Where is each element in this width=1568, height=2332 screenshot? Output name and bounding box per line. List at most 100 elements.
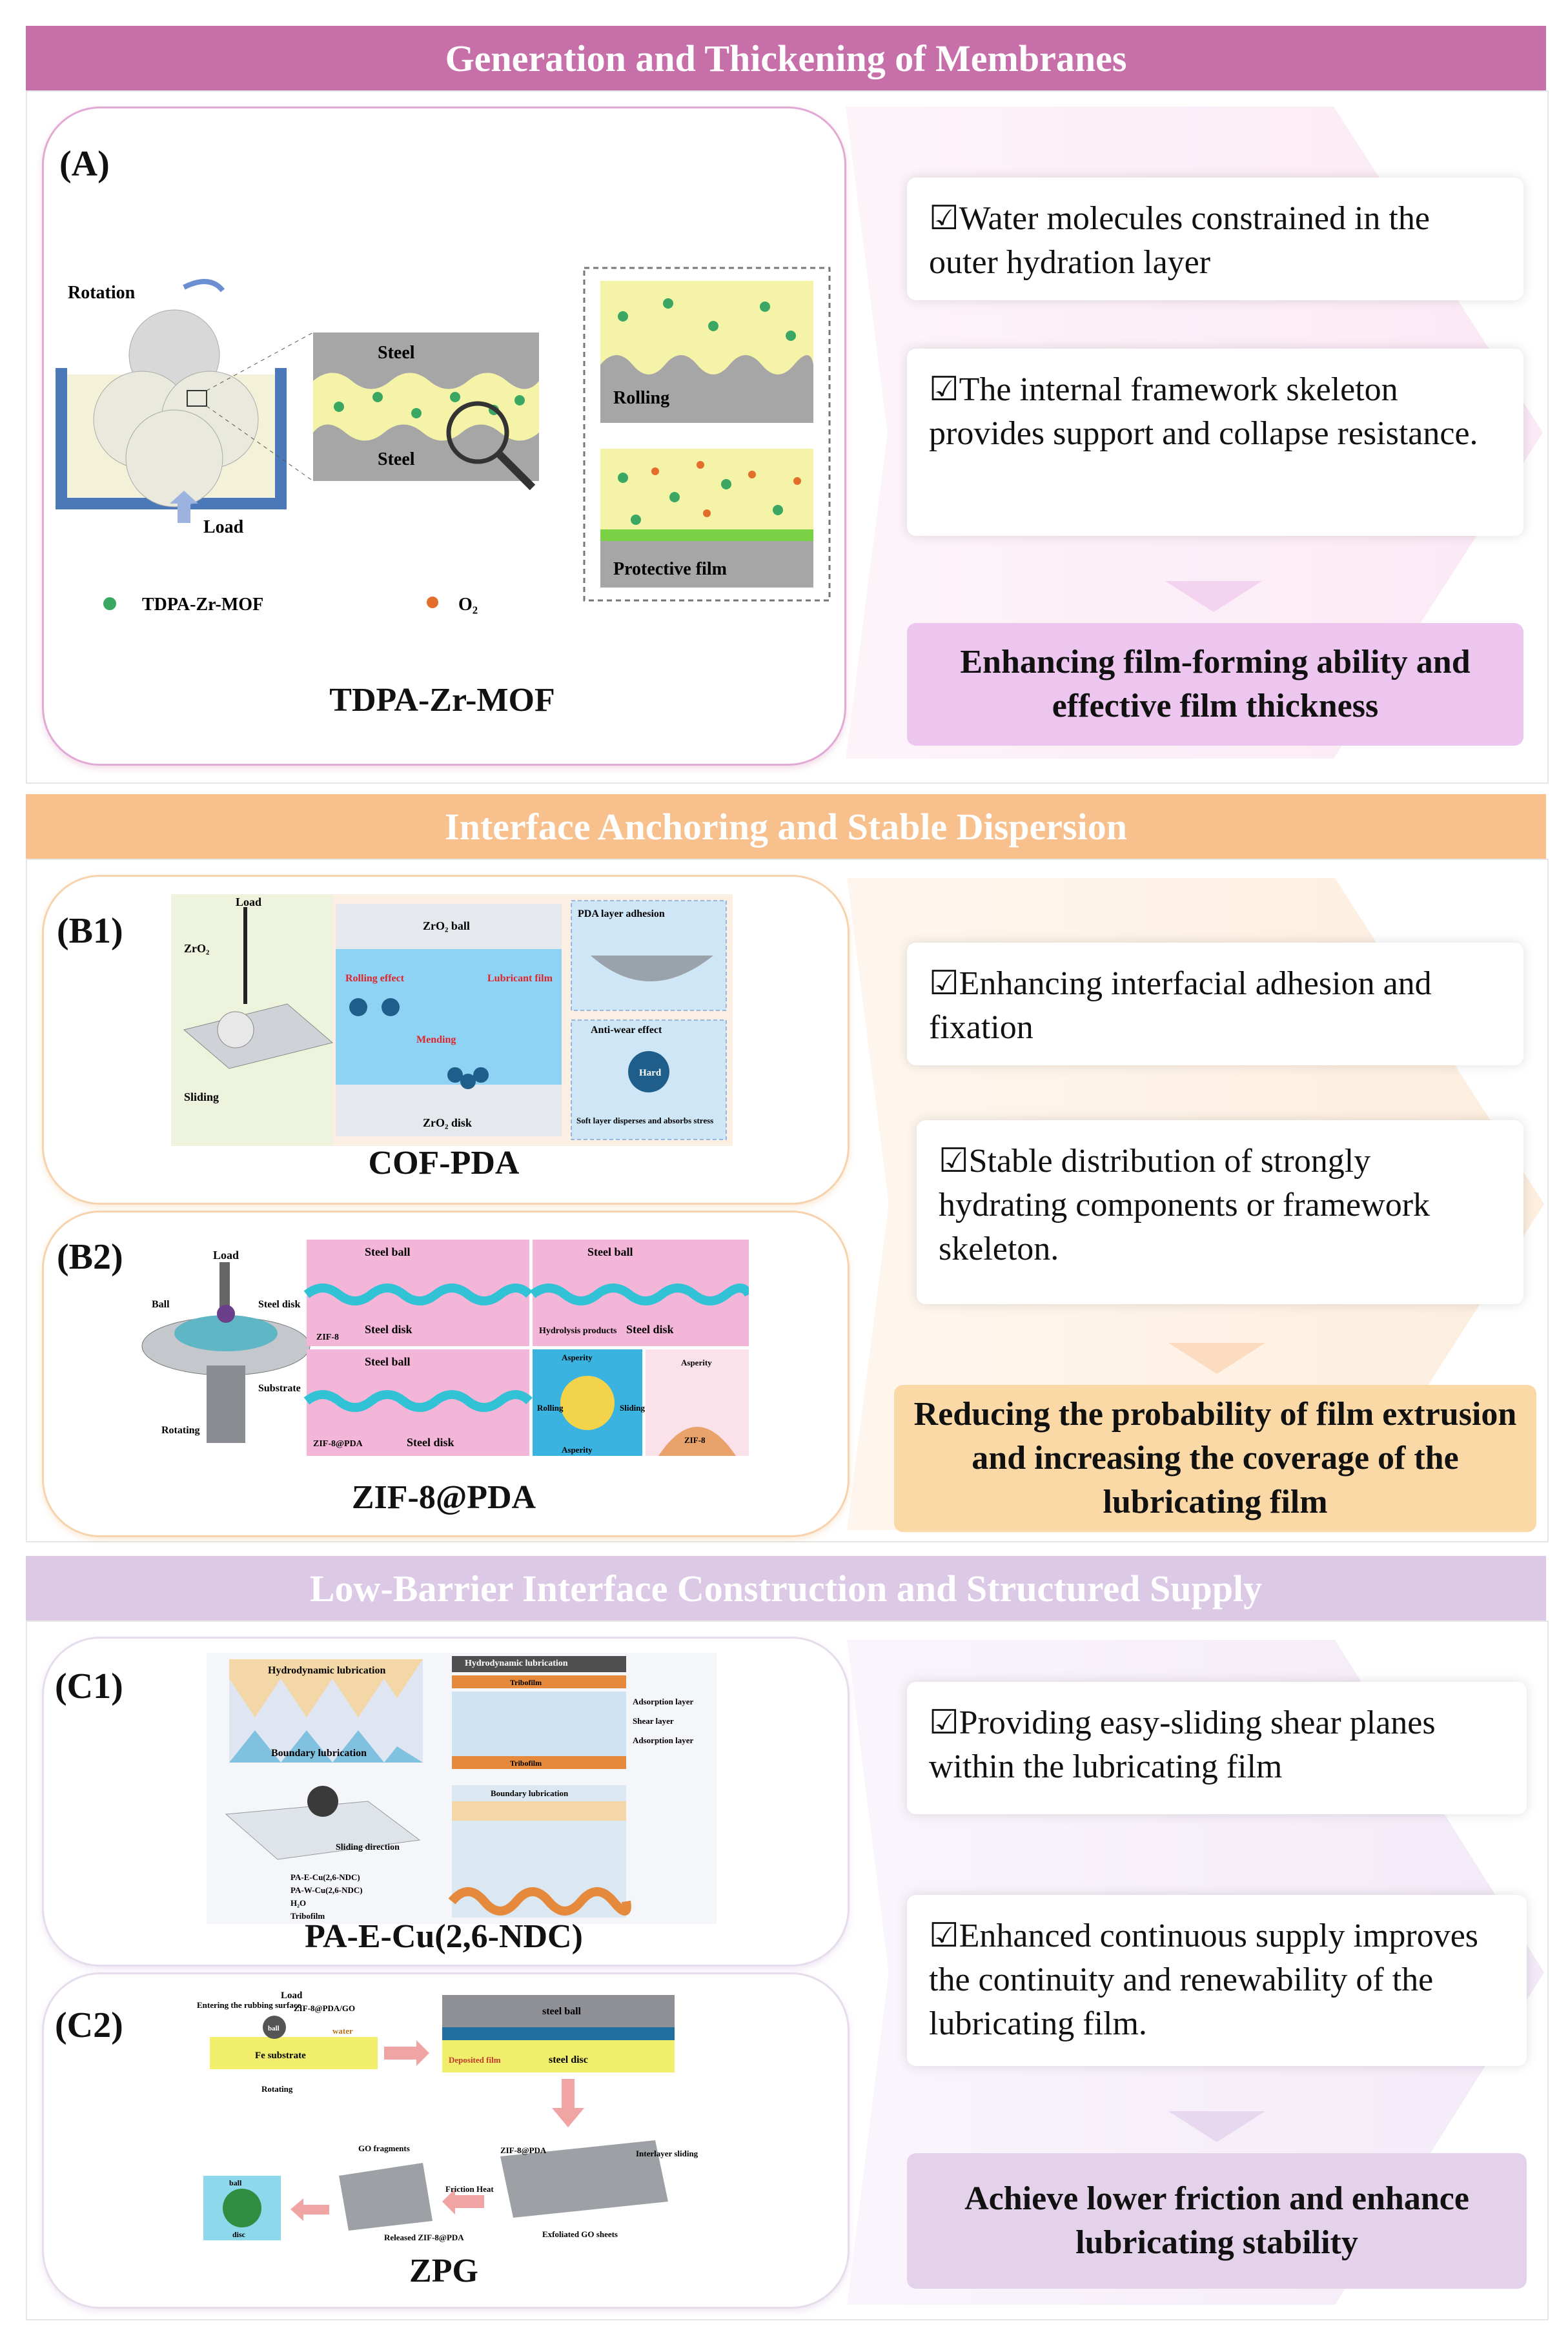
svg-text:GO fragments: GO fragments <box>358 2143 410 2153</box>
svg-text:Steel ball: Steel ball <box>587 1245 633 1258</box>
svg-text:ZIF-8: ZIF-8 <box>316 1333 339 1342</box>
svg-text:Load: Load <box>236 895 261 908</box>
go-fragments <box>339 2163 433 2231</box>
svg-text:Boundary lubrication: Boundary lubrication <box>271 1748 367 1759</box>
svg-text:ZrO₂ ball: ZrO₂ ball <box>423 919 470 932</box>
load-arrow-icon <box>170 491 198 523</box>
summary-a: Enhancing film-forming ability and effec… <box>907 623 1523 746</box>
svg-text:Deposited film: Deposited film <box>449 2055 501 2065</box>
svg-text:PA-E-Cu(2,6-NDC): PA-E-Cu(2,6-NDC) <box>290 1872 360 1882</box>
svg-text:Asperity: Asperity <box>681 1358 712 1367</box>
b2-ball-icon <box>217 1305 235 1323</box>
svg-text:disc: disc <box>232 2230 246 2239</box>
svg-text:Ball: Ball <box>152 1299 170 1310</box>
zro2-ball-icon <box>217 1011 254 1048</box>
svg-text:Load: Load <box>203 517 244 537</box>
svg-text:Tribofilm: Tribofilm <box>510 1759 542 1768</box>
arrow-down-icon <box>552 2079 584 2127</box>
svg-text:Hard: Hard <box>639 1068 662 1078</box>
svg-text:ZIF-8@PDA: ZIF-8@PDA <box>500 2145 547 2155</box>
mof-legend-icon <box>103 597 116 610</box>
svg-text:ZIF-8: ZIF-8 <box>684 1435 706 1445</box>
svg-text:ZrO₂ disk: ZrO₂ disk <box>423 1116 472 1129</box>
panel-b2-label: (B2) <box>57 1237 123 1277</box>
panel-c2-label: (C2) <box>55 2005 123 2045</box>
svg-text:Asperity: Asperity <box>562 1445 593 1455</box>
svg-text:PA-W-Cu(2,6-NDC): PA-W-Cu(2,6-NDC) <box>290 1885 363 1895</box>
mof-particles <box>334 392 525 418</box>
svg-text:Adsorption layer: Adsorption layer <box>633 1697 693 1706</box>
o2-legend-icon <box>427 597 438 608</box>
svg-text:Steel ball: Steel ball <box>365 1245 411 1258</box>
svg-text:Rotating: Rotating <box>261 2084 293 2094</box>
svg-text:Steel disk: Steel disk <box>407 1436 454 1449</box>
svg-text:ZIF-8@PDA: ZIF-8@PDA <box>313 1439 363 1449</box>
svg-text:Entering the rubbing surface: Entering the rubbing surface <box>197 2000 301 2010</box>
panel-c2-caption: ZPG <box>409 2253 478 2289</box>
label-rotation: Rotation <box>68 283 136 303</box>
svg-text:steel ball: steel ball <box>542 2006 582 2017</box>
c1-ball-icon <box>307 1786 338 1817</box>
svg-text:Friction Heat: Friction Heat <box>445 2184 494 2194</box>
bullet-b-2: ☑Stable distribution of strongly hydrati… <box>917 1120 1523 1304</box>
panel-a-caption: TDPA-Zr-MOF <box>329 682 555 719</box>
summary-b: Reducing the probability of film extrusi… <box>894 1385 1536 1532</box>
svg-text:Mending: Mending <box>416 1034 456 1045</box>
svg-text:Fe substrate: Fe substrate <box>255 2051 306 2061</box>
c2-ball-icon <box>263 2016 286 2039</box>
svg-text:Steel: Steel <box>378 343 415 363</box>
svg-text:Shear layer: Shear layer <box>633 1716 674 1726</box>
svg-text:Exfoliated GO sheets: Exfoliated GO sheets <box>542 2229 618 2239</box>
svg-text:ZIF-8@PDA/GO: ZIF-8@PDA/GO <box>294 2003 355 2013</box>
summary-c: Achieve lower friction and enhance lubri… <box>907 2153 1527 2289</box>
svg-text:Hydrodynamic lubrication: Hydrodynamic lubrication <box>268 1665 385 1676</box>
section-a-header: Generation and Thickening of Membranes <box>26 26 1546 90</box>
panel-c1-caption: PA-E-Cu(2,6-NDC) <box>305 1918 583 1955</box>
go-sheets <box>500 2140 668 2218</box>
svg-text:Rolling: Rolling <box>613 388 669 408</box>
svg-text:Boundary lubrication: Boundary lubrication <box>491 1788 569 1798</box>
svg-text:Load: Load <box>281 1990 303 2001</box>
svg-text:Hydrolysis products: Hydrolysis products <box>539 1326 617 1336</box>
figure-c2: Entering the rubbing surface Load ball Z… <box>197 1990 698 2242</box>
panel-a-label: (A) <box>59 144 110 184</box>
svg-text:Hydrodynamic lubrication: Hydrodynamic lubrication <box>465 1659 568 1668</box>
bullet-c-2: ☑Enhanced continuous supply improves the… <box>907 1895 1527 2066</box>
svg-text:Load: Load <box>213 1249 239 1262</box>
svg-text:Steel disk: Steel disk <box>365 1323 412 1336</box>
svg-text:Soft layer disperses and absor: Soft layer disperses and absorbs stress <box>576 1116 713 1125</box>
figure-c1: Hydrodynamic lubrication Boundary lubric… <box>207 1653 717 1924</box>
panel-b1-label: (B1) <box>57 911 123 951</box>
rotation-arrow-icon <box>183 279 225 292</box>
svg-text:Rotating: Rotating <box>161 1425 200 1436</box>
panel-b2-caption: ZIF-8@PDA <box>351 1479 536 1516</box>
svg-text:Sliding: Sliding <box>620 1403 646 1413</box>
figure-a: Rotation Load Steel Steel Rolling Protec… <box>56 267 831 615</box>
svg-text:Anti-wear effect: Anti-wear effect <box>591 1025 662 1036</box>
svg-text:steel disc: steel disc <box>549 2054 588 2065</box>
svg-text:TDPA-Zr-MOF: TDPA-Zr-MOF <box>142 595 263 615</box>
svg-text:ZrO₂: ZrO₂ <box>184 942 209 955</box>
svg-text:Sliding direction: Sliding direction <box>336 1843 400 1852</box>
bullet-a-2: ☑The internal framework skeleton provide… <box>907 349 1523 536</box>
svg-text:Tribofilm: Tribofilm <box>290 1911 325 1921</box>
panel-c1-label: (C1) <box>55 1666 123 1706</box>
svg-text:Steel: Steel <box>378 449 415 469</box>
svg-text:Protective film: Protective film <box>613 559 727 579</box>
svg-text:Steel disk: Steel disk <box>626 1323 674 1336</box>
svg-text:water: water <box>332 2026 353 2036</box>
panel-b1-caption: COF-PDA <box>368 1145 520 1181</box>
ball-bottom <box>125 409 223 507</box>
svg-text:Asperity: Asperity <box>562 1353 593 1362</box>
svg-text:Released ZIF-8@PDA: Released ZIF-8@PDA <box>384 2233 464 2242</box>
magnifier-icon <box>446 401 509 464</box>
svg-text:Tribofilm: Tribofilm <box>510 1678 542 1687</box>
svg-text:O₂: O₂ <box>458 595 478 615</box>
figure-b1: Load ZrO₂ Sliding ZrO₂ ball Rolling effe… <box>171 894 733 1146</box>
ball-disc-icon <box>223 2189 261 2227</box>
svg-text:Lubricant film: Lubricant film <box>487 973 553 984</box>
svg-text:ball: ball <box>268 2025 280 2032</box>
svg-text:Steel disk: Steel disk <box>258 1299 300 1310</box>
svg-text:ball: ball <box>229 2178 242 2187</box>
section-c-header: Low-Barrier Interface Construction and S… <box>26 1556 1546 1621</box>
